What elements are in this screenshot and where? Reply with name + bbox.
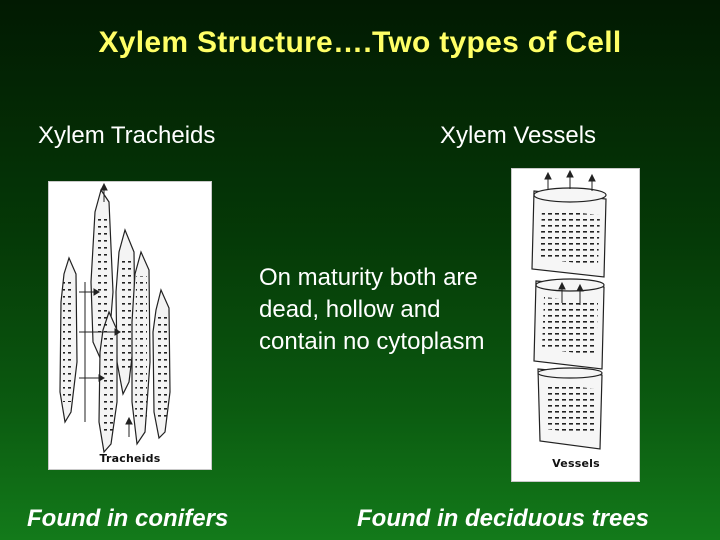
deciduous-caption: Found in deciduous trees	[357, 505, 650, 532]
vessels-label: Vessels	[552, 457, 600, 470]
tracheids-figure: Tracheids	[48, 181, 212, 470]
vessels-figure: Vessels	[511, 168, 640, 482]
tracheids-heading: Xylem Tracheids	[38, 122, 216, 149]
conifers-caption: Found in conifers	[27, 505, 229, 532]
tracheids-label: Tracheids	[100, 452, 161, 465]
vessels-diagram: Vessels	[531, 169, 607, 470]
tracheids-diagram: Tracheids	[59, 182, 171, 465]
maturity-note: On maturity both are dead, hollow and co…	[259, 264, 485, 355]
slide-title: Xylem Structure….Two types of Cell	[98, 26, 622, 59]
vessels-heading: Xylem Vessels	[440, 122, 597, 149]
